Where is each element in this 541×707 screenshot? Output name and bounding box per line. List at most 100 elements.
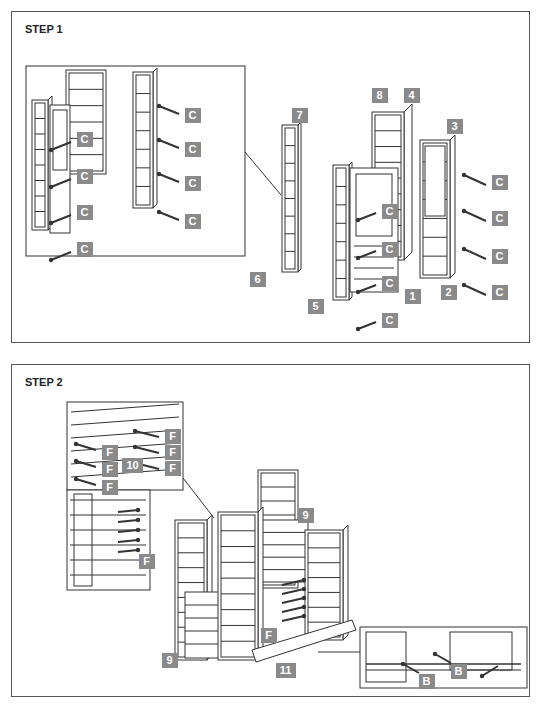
part-line: [136, 130, 150, 131]
part-line: [308, 607, 340, 608]
part-line: [69, 89, 103, 90]
hardware-letter: F: [165, 461, 181, 476]
callout-text: 1: [409, 290, 415, 302]
hardware-letter: C: [382, 276, 398, 291]
part-line: [282, 607, 304, 612]
part-line: [76, 444, 96, 450]
screw-head: [49, 148, 53, 152]
screw-head: [133, 429, 137, 433]
part-line: [375, 130, 401, 131]
part-line: [262, 532, 308, 533]
part-line: [336, 204, 346, 205]
part-outline: [333, 165, 349, 300]
part-line: [464, 175, 486, 185]
part-outline: [285, 128, 295, 269]
hardware-letter: B: [451, 664, 467, 679]
screw-head: [133, 445, 137, 449]
part-line: [285, 145, 295, 146]
part-line: [159, 140, 179, 148]
part-line: [375, 146, 401, 147]
hardware-letter: C: [382, 204, 398, 219]
callout-text: 11: [280, 664, 292, 676]
callout-text: F: [106, 481, 113, 493]
hardware-letter: C: [185, 108, 201, 123]
part-line: [159, 174, 179, 182]
part-line: [35, 211, 45, 212]
part-line: [71, 417, 179, 425]
part-line: [308, 577, 340, 578]
part-line: [221, 641, 255, 642]
callout-number: 9: [162, 653, 178, 668]
part-line: [423, 218, 447, 219]
part-line: [70, 515, 146, 516]
part-outline: [366, 632, 406, 682]
callout-text: C: [386, 314, 394, 326]
screw-head: [49, 258, 53, 262]
part-line: [358, 213, 376, 220]
part-line: [178, 552, 204, 553]
part-line: [221, 546, 255, 547]
part-outline: [32, 100, 48, 230]
part-outline: [67, 402, 183, 490]
callout-number: 4: [404, 88, 420, 103]
hardware-letter: C: [185, 176, 201, 191]
callout-text: 10: [126, 459, 138, 471]
part-line: [336, 186, 346, 187]
hardware-letter: C: [492, 249, 508, 264]
part-line: [35, 165, 45, 166]
callout-text: F: [169, 430, 176, 442]
screw-head: [136, 548, 140, 552]
hardware-letter: F: [102, 462, 118, 477]
callout-text: C: [81, 243, 89, 255]
part-line: [136, 186, 150, 187]
part-line: [308, 562, 340, 563]
screw-head: [433, 652, 437, 656]
callout-text: B: [423, 675, 431, 687]
hardware-letter: F: [165, 429, 181, 444]
part-outline: [218, 512, 258, 660]
part-line: [76, 479, 96, 485]
hardware-letter: C: [185, 214, 201, 229]
hardware-letter: C: [77, 169, 93, 184]
part-line: [285, 233, 295, 234]
callout-number: 11: [276, 663, 296, 678]
screw-head: [74, 442, 78, 446]
part-line: [366, 663, 521, 665]
screw-head: [356, 256, 360, 260]
part-outline: [425, 146, 445, 216]
screw-head: [157, 104, 161, 108]
part-outline: [136, 75, 150, 205]
screw-head: [136, 528, 140, 532]
part-line: [71, 430, 179, 438]
callout-text: 5: [312, 300, 318, 312]
part-line: [135, 447, 159, 453]
part-line: [35, 196, 45, 197]
hardware-letter: F: [102, 480, 118, 495]
hardware-letter: C: [492, 285, 508, 300]
part-line: [482, 666, 498, 676]
callout-text: 3: [451, 120, 457, 132]
part-outline: [133, 72, 153, 208]
part-outline: [350, 168, 398, 292]
screw-head: [136, 538, 140, 542]
part-outline: [282, 125, 298, 272]
callout-text: F: [106, 446, 113, 458]
screw-head: [462, 173, 466, 177]
hardware-letter: F: [102, 445, 118, 460]
part-line: [354, 268, 394, 269]
part-line: [285, 216, 295, 217]
callout-text: C: [496, 286, 504, 298]
callout-text: C: [81, 133, 89, 145]
callout-number: 2: [441, 285, 457, 300]
part-line: [136, 93, 150, 94]
part-line: [118, 520, 138, 522]
callout-text: F: [169, 462, 176, 474]
part-line: [262, 544, 308, 545]
hardware-letter: C: [382, 313, 398, 328]
part-line: [245, 152, 281, 195]
part-line: [464, 249, 486, 259]
hardware-letter: B: [419, 674, 435, 689]
part-outline: [423, 143, 447, 275]
hardware-letter: C: [492, 175, 508, 190]
part-line: [159, 212, 179, 220]
